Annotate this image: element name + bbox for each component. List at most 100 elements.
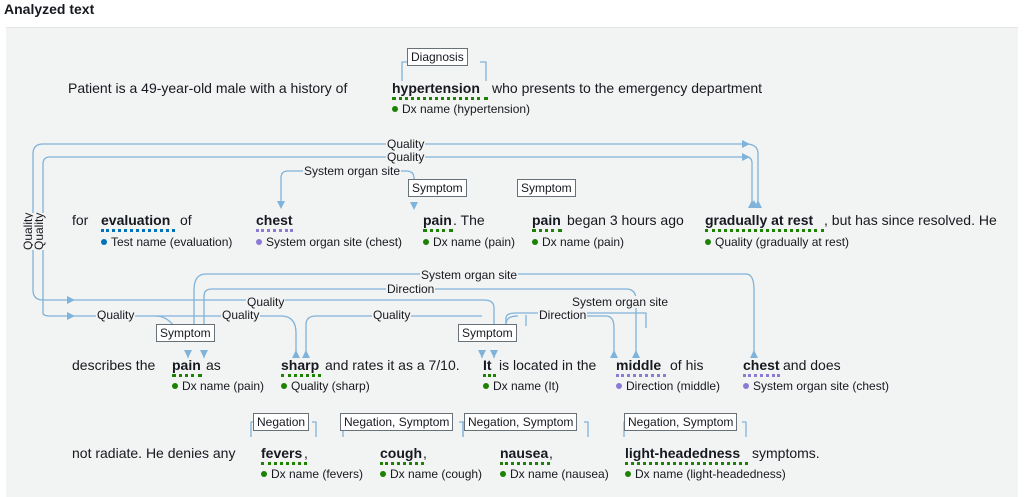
- entity-chest-2[interactable]: chest: [743, 357, 780, 373]
- entity-hypertension-underline: [392, 97, 488, 100]
- dx-dot: [392, 106, 398, 112]
- entity-sharp[interactable]: sharp: [281, 357, 320, 373]
- dx-dot: [281, 383, 287, 389]
- label-pain-2: Dx name (pain): [532, 235, 624, 249]
- text-the: . The: [453, 212, 485, 228]
- label-chest-2: System organ site (chest): [743, 379, 889, 393]
- dx-dot: [261, 471, 267, 477]
- entity-pain-3-underline: [172, 374, 202, 377]
- entity-middle-underline: [616, 374, 666, 377]
- text-began: began 3 hours ago: [567, 212, 684, 228]
- entity-chest-2-underline: [743, 374, 780, 377]
- text-line4-pre: not radiate. He denies any: [72, 445, 236, 461]
- entity-cough[interactable]: cough: [380, 445, 422, 461]
- entity-light-headedness-underline: [625, 462, 748, 465]
- anatomy-dot: [743, 383, 749, 389]
- dx-dot: [380, 471, 386, 477]
- relation-quality-a: Quality: [246, 295, 286, 309]
- text-and-does: and does: [783, 357, 841, 373]
- entity-hypertension[interactable]: hypertension: [392, 80, 480, 96]
- entity-nausea[interactable]: nausea: [500, 445, 549, 461]
- text-as: as: [206, 357, 221, 373]
- entity-pain-2-underline: [532, 229, 562, 232]
- relation-system-organ-site-row3: System organ site: [420, 268, 519, 282]
- text-symptoms: symptoms.: [752, 445, 820, 461]
- relation-direction-it: Direction: [538, 308, 588, 322]
- dx-dot: [172, 383, 178, 389]
- label-cough: Dx name (cough): [380, 467, 482, 481]
- trait-diagnosis: Diagnosis: [407, 48, 468, 66]
- trait-symptom-pain-2: Symptom: [517, 179, 576, 197]
- trait-negation-symptom-cough: Negation, Symptom: [340, 413, 454, 431]
- label-pain-1: Dx name (pain): [423, 235, 515, 249]
- entity-chest-1[interactable]: chest: [256, 212, 293, 228]
- dx-dot: [705, 239, 711, 245]
- entity-evaluation[interactable]: evaluation: [101, 212, 171, 228]
- relation-direction-row3: Direction: [386, 282, 436, 296]
- entity-pain-1[interactable]: pain: [423, 212, 452, 228]
- entity-chest-1-underline: [256, 229, 293, 232]
- entity-pain-2[interactable]: pain: [532, 212, 561, 228]
- relation-quality-mid: Quality: [221, 308, 261, 322]
- entity-pain-3[interactable]: pain: [172, 357, 201, 373]
- trait-negation-symptom-lighthead: Negation, Symptom: [624, 413, 738, 431]
- entity-nausea-underline: [500, 462, 550, 465]
- trait-negation: Negation: [253, 413, 310, 431]
- test-dot: [101, 239, 107, 245]
- text-for: for: [72, 212, 89, 228]
- label-nausea: Dx name (nausea): [500, 467, 609, 481]
- label-chest-1: System organ site (chest): [256, 235, 402, 249]
- relation-quality-sharp: Quality: [372, 308, 412, 322]
- anatomy-dot: [616, 383, 622, 389]
- text-comma-2: ,: [423, 445, 427, 461]
- entity-light-headedness[interactable]: light-headedness: [625, 445, 741, 461]
- relation-system-organ-site-chest: System organ site: [303, 164, 402, 178]
- entity-cough-underline: [380, 462, 424, 465]
- text-located: is located in the: [499, 357, 597, 373]
- trait-symptom-pain-3: Symptom: [156, 324, 215, 342]
- text-of: of: [180, 212, 192, 228]
- anatomy-dot: [256, 239, 262, 245]
- section-title: Analyzed text: [4, 1, 95, 17]
- text-line1-pre: Patient is a 49-year-old male with a his…: [68, 80, 348, 96]
- text-line1-post: who presents to the emergency department: [492, 80, 763, 96]
- dx-dot: [423, 239, 429, 245]
- entity-it-underline: [483, 374, 496, 377]
- label-fevers: Dx name (fevers): [261, 467, 363, 481]
- text-line2-post: , but has since resolved. He: [824, 212, 997, 228]
- relation-quality-2: Quality: [386, 150, 426, 164]
- dx-dot: [625, 471, 631, 477]
- label-pain-3: Dx name (pain): [172, 379, 264, 393]
- text-of-his: of his: [670, 357, 704, 373]
- dx-dot: [483, 383, 489, 389]
- entity-gradually-underline: [705, 229, 824, 232]
- trait-symptom-it: Symptom: [458, 324, 517, 342]
- relation-quality-left: Quality: [96, 308, 136, 322]
- entity-gradually-at-rest[interactable]: gradually at rest: [705, 212, 814, 228]
- label-light-headedness: Dx name (light-headedness): [625, 467, 786, 481]
- dx-dot: [500, 471, 506, 477]
- entity-it[interactable]: It: [483, 357, 492, 373]
- analyzed-text-panel: Quality Quality System organ site Qualit…: [6, 27, 1018, 497]
- dx-dot: [532, 239, 538, 245]
- text-rates: and rates it as a 7/10.: [325, 357, 460, 373]
- text-comma-1: ,: [304, 445, 308, 461]
- relation-quality-1: Quality: [386, 137, 426, 151]
- label-middle: Direction (middle): [616, 379, 720, 393]
- entity-middle[interactable]: middle: [616, 357, 662, 373]
- label-sharp: Quality (sharp): [281, 379, 370, 393]
- label-gradually: Quality (gradually at rest): [705, 235, 849, 249]
- text-describes: describes the: [72, 357, 156, 373]
- entity-evaluation-underline: [101, 229, 175, 232]
- relation-quality-vertical-2: Quality: [32, 212, 46, 250]
- text-comma-3: ,: [549, 445, 553, 461]
- relation-system-organ-site-b: System organ site: [571, 295, 670, 309]
- entity-sharp-underline: [281, 374, 321, 377]
- entity-fevers-underline: [261, 462, 307, 465]
- label-hypertension: Dx name (hypertension): [392, 102, 530, 116]
- entity-fevers[interactable]: fevers: [261, 445, 303, 461]
- trait-symptom-pain-1: Symptom: [408, 179, 467, 197]
- entity-pain-1-underline: [423, 229, 453, 232]
- label-it: Dx name (It): [483, 379, 559, 393]
- trait-negation-symptom-nausea: Negation, Symptom: [464, 413, 578, 431]
